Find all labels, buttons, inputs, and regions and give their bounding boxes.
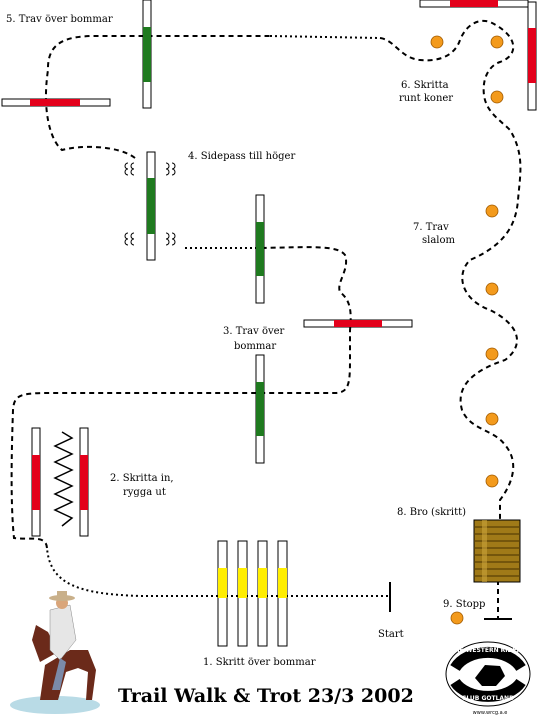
rider-illustration bbox=[10, 591, 100, 714]
pole-green bbox=[255, 194, 265, 304]
logo-bottom-text: CLUB GOTLAND bbox=[462, 695, 514, 702]
course-route bbox=[10, 20, 522, 618]
station-3-poles bbox=[255, 194, 413, 464]
cone bbox=[485, 412, 499, 426]
hoof-markers bbox=[124, 162, 176, 246]
cone bbox=[450, 611, 464, 625]
station-9-label: 9. Stopp bbox=[443, 599, 485, 610]
logo-top-text: THE WESTERN RIDERS bbox=[450, 647, 525, 654]
bridge bbox=[473, 519, 521, 583]
station-7-label-line1: 7. Trav bbox=[413, 222, 449, 233]
cone bbox=[490, 90, 504, 104]
station-3-label-line1: 3. Trav över bbox=[223, 326, 285, 337]
pole-red-horizontal bbox=[419, 0, 529, 8]
station-1-label: 1. Skritt över bommar bbox=[203, 657, 316, 668]
club-logo: THE WESTERN RIDERS CLUB GOTLAND www.wrcg… bbox=[445, 641, 531, 716]
pole-yellow bbox=[237, 540, 248, 647]
cone bbox=[485, 282, 499, 296]
pole-green bbox=[255, 354, 265, 464]
pole-red bbox=[79, 427, 89, 537]
route-segment-to-station-5 bbox=[45, 35, 270, 159]
pole-red bbox=[527, 1, 537, 111]
station-4-sidepass bbox=[124, 151, 176, 261]
cone bbox=[485, 347, 499, 361]
station-1-poles bbox=[217, 540, 288, 647]
cone bbox=[485, 474, 499, 488]
route-segment-station-2 bbox=[10, 246, 352, 549]
route-start-segment bbox=[46, 547, 388, 597]
pole-yellow bbox=[257, 540, 268, 647]
station-2-corridor bbox=[31, 427, 89, 537]
pole-red-horizontal bbox=[303, 319, 413, 328]
station-labels: 5. Trav över bommar 6. Skritta runt kone… bbox=[6, 14, 485, 668]
start-label: Start bbox=[378, 629, 404, 640]
route-segment-cones-slalom bbox=[379, 20, 522, 520]
station-5-poles bbox=[1, 0, 152, 109]
cone bbox=[485, 204, 499, 218]
cone bbox=[430, 35, 444, 49]
station-7-label-line2: slalom bbox=[422, 235, 456, 246]
station-6-label-line1: 6. Skritta bbox=[401, 80, 449, 91]
page-title: Trail Walk & Trot 23/3 2002 bbox=[118, 685, 414, 707]
station-3-label-line2: bommar bbox=[234, 341, 276, 352]
station-4-label: 4. Sidepass till höger bbox=[188, 151, 295, 162]
logo-url: www.wrcg.a.e bbox=[473, 710, 508, 716]
station-6-label-line2: runt koner bbox=[399, 93, 453, 104]
station-2-label-line2: rygga ut bbox=[123, 487, 166, 498]
route-segment-station-5-dotted bbox=[269, 35, 381, 39]
zigzag-marker bbox=[53, 431, 74, 527]
pole-green bbox=[142, 0, 152, 109]
cones bbox=[430, 35, 504, 625]
cone bbox=[490, 35, 504, 49]
station-6-corner bbox=[419, 0, 537, 111]
pole-red-horizontal bbox=[1, 98, 111, 107]
station-8-label: 8. Bro (skritt) bbox=[397, 507, 466, 518]
station-5-label: 5. Trav över bommar bbox=[6, 14, 113, 25]
pole-green bbox=[146, 151, 156, 261]
station-2-label-line1: 2. Skritta in, bbox=[110, 473, 174, 484]
pole-red bbox=[31, 427, 41, 537]
pole-yellow bbox=[277, 540, 288, 647]
pole-yellow bbox=[217, 540, 228, 647]
